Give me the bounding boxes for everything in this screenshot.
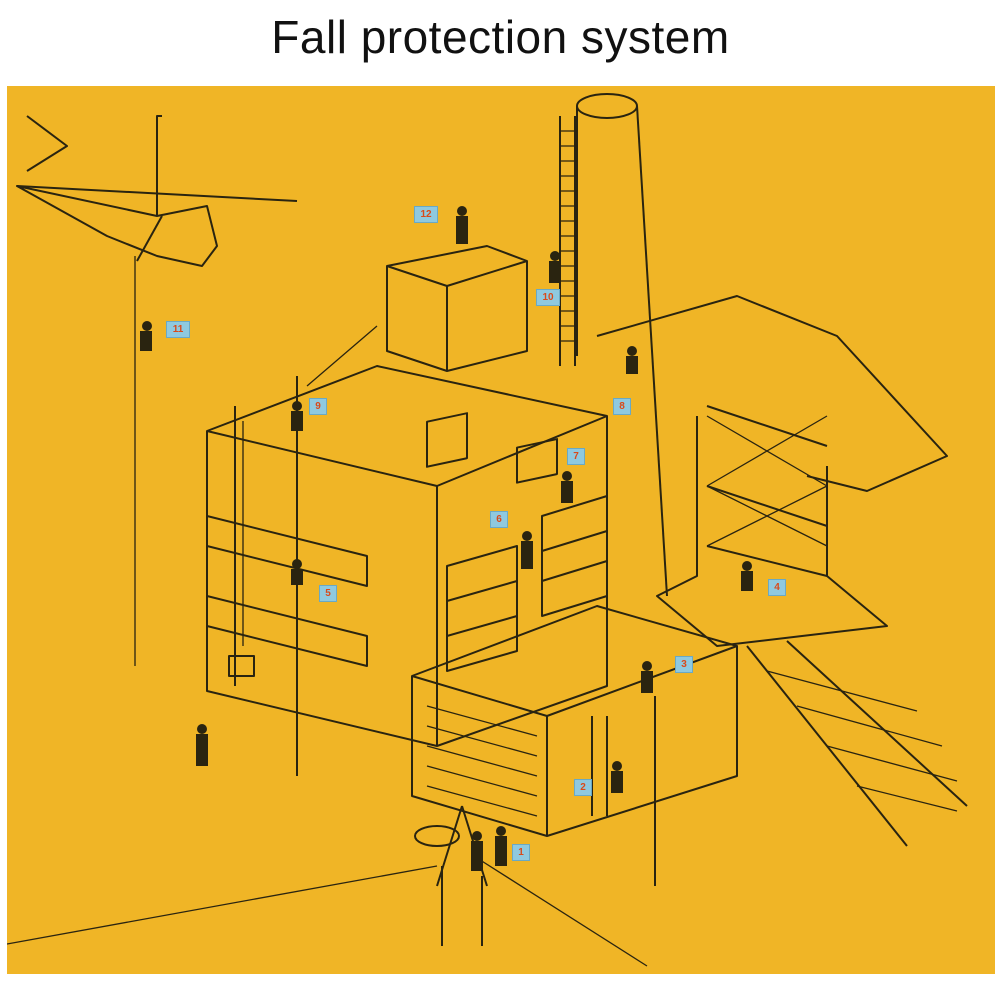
marker-5: 5	[319, 585, 337, 602]
wall-ladder	[591, 716, 608, 816]
marker-12: 12	[414, 206, 438, 223]
marker-7: 7	[567, 448, 585, 465]
helicopter	[16, 115, 298, 267]
line-illustration	[7, 93, 968, 967]
ground-line	[476, 857, 648, 967]
transmission-tower	[596, 295, 968, 847]
chimney	[559, 93, 668, 597]
marker-3: 3	[675, 656, 693, 673]
marker-8: 8	[613, 398, 631, 415]
marker-10: 10	[536, 289, 560, 306]
marker-2: 2	[574, 779, 592, 796]
ground-line	[7, 865, 438, 945]
manhole-ring	[414, 825, 460, 847]
marker-4: 4	[768, 579, 786, 596]
scaffold-left	[446, 545, 518, 672]
workers	[196, 206, 753, 871]
marker-1: 1	[512, 844, 530, 861]
worker-on-rope	[140, 321, 152, 351]
shaft	[441, 866, 483, 946]
building	[206, 245, 608, 747]
marker-6: 6	[490, 511, 508, 528]
marker-9: 9	[309, 398, 327, 415]
scaffold-right	[541, 495, 608, 617]
illustration-panel: 1 2 3 4 5 6 7 8 9 10 11 12	[7, 86, 995, 974]
diagram-title: Fall protection system	[271, 11, 730, 63]
garage-block	[411, 605, 738, 837]
marker-11: 11	[166, 321, 190, 338]
